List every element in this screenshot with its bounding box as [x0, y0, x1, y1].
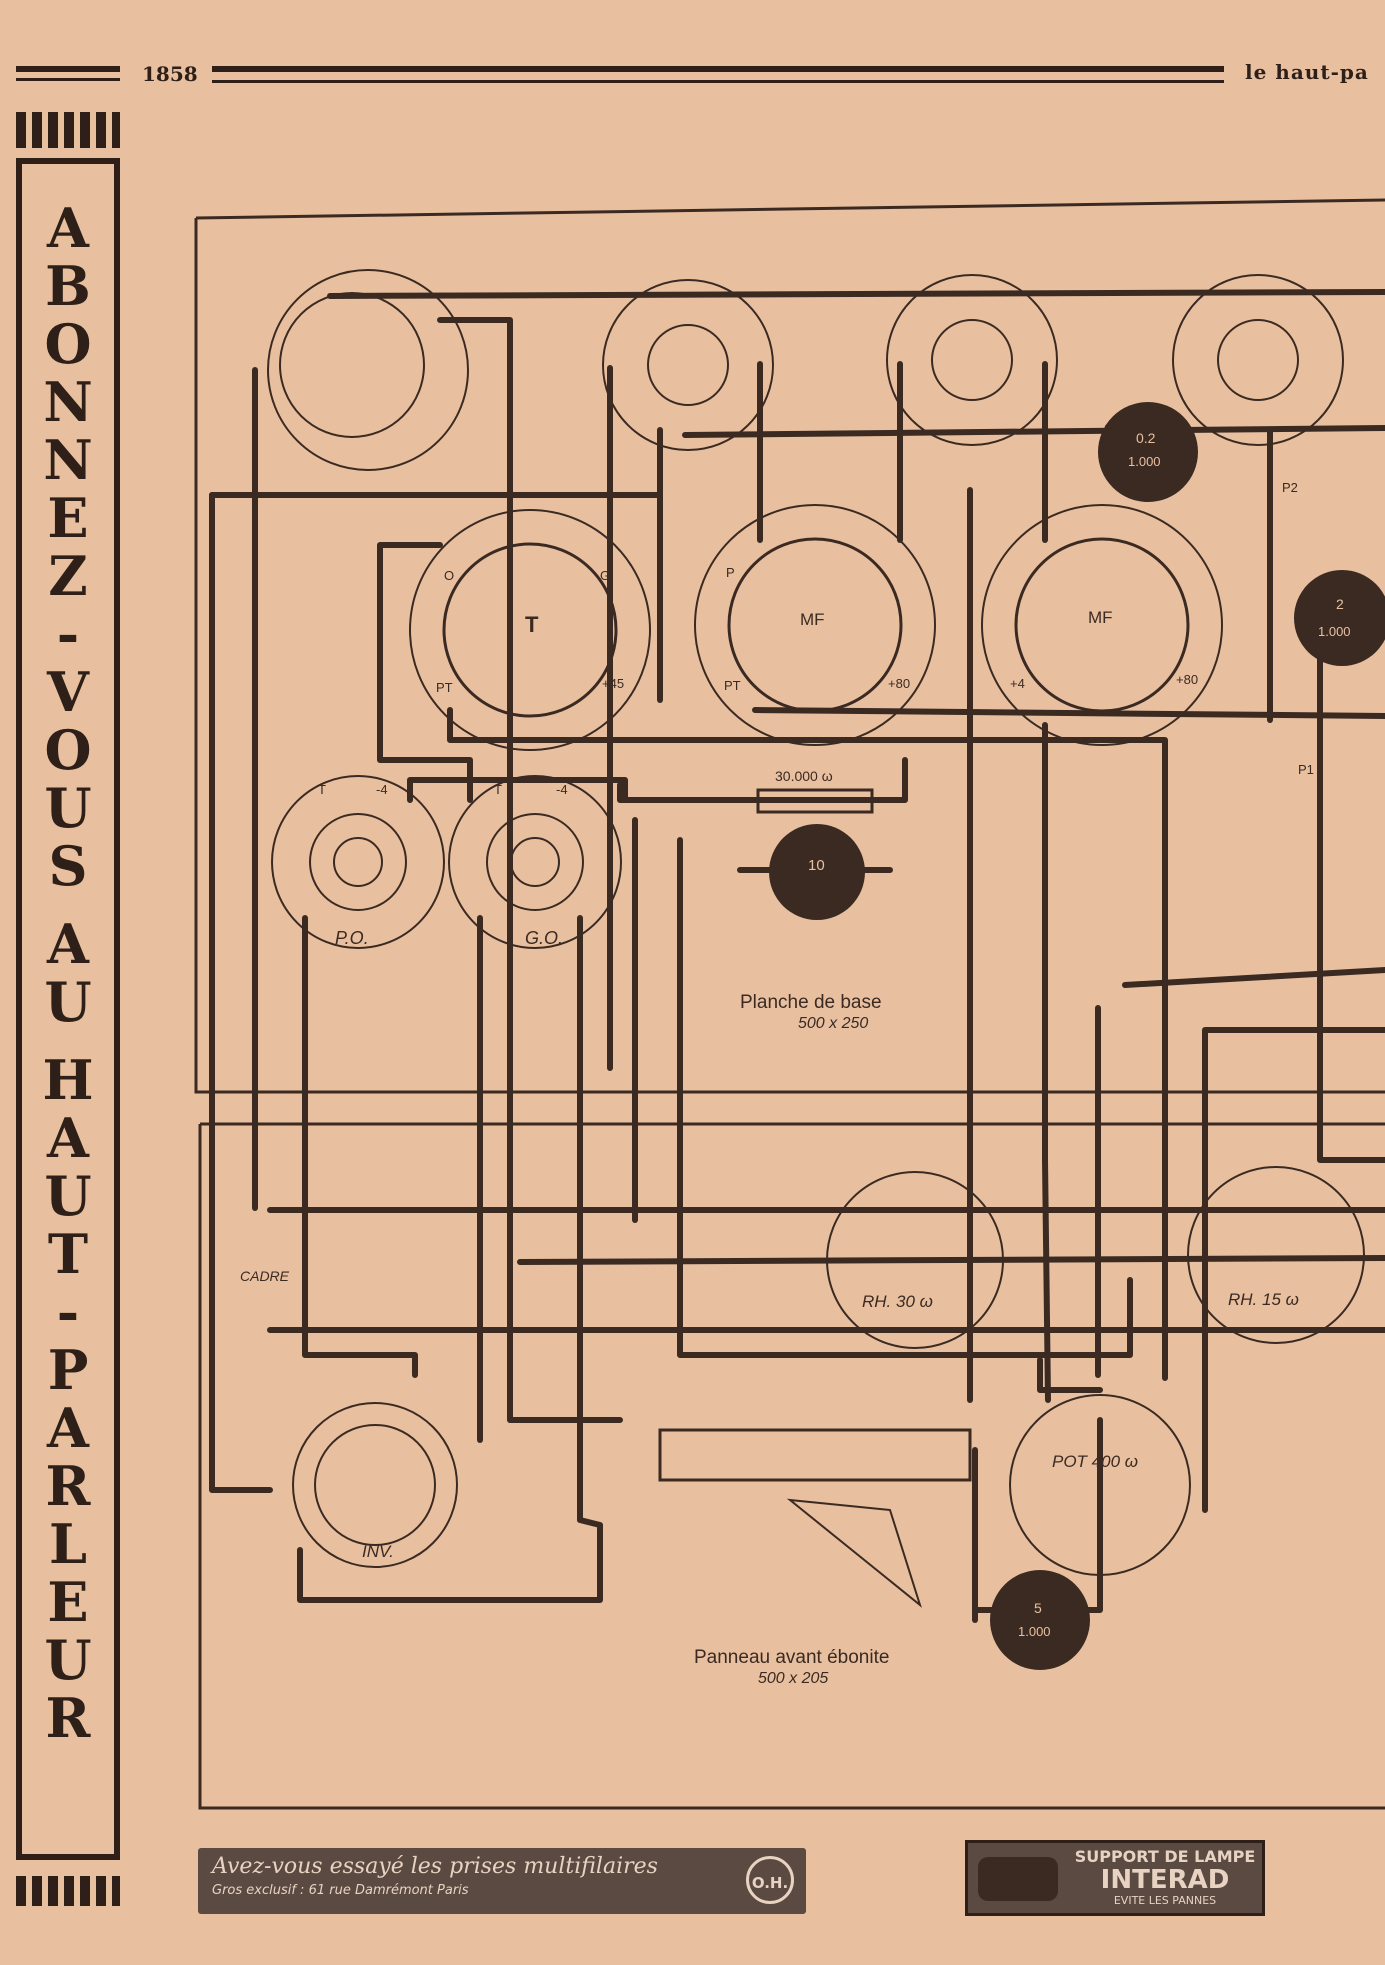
- ad-multifilaires: Avez-vous essayé les prises multifilaire…: [198, 1848, 806, 1914]
- terminal-t-po: T: [318, 782, 326, 797]
- banner-letter: V: [47, 660, 89, 724]
- ad1-logo: O.H.: [746, 1856, 794, 1904]
- cap-2-label: 2: [1336, 596, 1344, 612]
- lamp-support-icon: [978, 1857, 1058, 1901]
- mf1-label: MF: [800, 610, 825, 629]
- banner-top-ornament: [16, 112, 120, 148]
- ad1-main-text: Avez-vous essayé les prises multifilaire…: [212, 1854, 658, 1879]
- banner-letter: T: [47, 1222, 89, 1286]
- banner-letter: P: [47, 1338, 89, 1402]
- terminal-pt-t: PT: [436, 680, 453, 695]
- coil-po-label: P.O.: [335, 928, 369, 948]
- p1-label: P1: [1298, 762, 1314, 777]
- inv-label: INV.: [362, 1542, 394, 1561]
- terminal-g-t: G: [600, 568, 611, 583]
- banner-letter: A: [47, 1396, 89, 1460]
- resistor-label: 30.000 ω: [775, 768, 833, 784]
- banner-bottom-ornament: [16, 1876, 120, 1906]
- cap-2-den-label: 1.000: [1318, 624, 1351, 639]
- terminal-t-go: T: [494, 782, 502, 797]
- cap-10-label: 10: [808, 857, 825, 874]
- header-rule-main-2: [212, 80, 1224, 83]
- banner-letter: E: [47, 1570, 89, 1634]
- ad-interad: SUPPORT DE LAMPE INTERAD EVITE LES PANNE…: [965, 1840, 1265, 1916]
- rh15-label: RH. 15 ω: [1228, 1290, 1299, 1309]
- banner-letter: R: [45, 1686, 91, 1750]
- baseboard-dimensions: 500 x 250: [798, 1015, 869, 1032]
- ad1-sub-text: Gros exclusif : 61 rue Damrémont Paris: [212, 1883, 469, 1898]
- banner-letter: U: [44, 1628, 92, 1692]
- ad2-line1: SUPPORT DE LAMPE: [1074, 1847, 1256, 1866]
- banner-letter: U: [44, 1164, 92, 1228]
- mf2-label: MF: [1088, 608, 1113, 627]
- banner-letter: U: [44, 776, 92, 840]
- terminal-p-mf1: P: [726, 565, 735, 580]
- publication-title: le haut-pa: [1245, 60, 1369, 84]
- transformer-t-label: T: [525, 612, 539, 637]
- banner-letter: A: [47, 912, 89, 976]
- banner-letter: S: [48, 834, 88, 898]
- page-number: 1858: [142, 62, 198, 86]
- banner-letter: E: [47, 486, 89, 550]
- banner-letter: N: [43, 370, 93, 434]
- banner-letter: A: [47, 1106, 89, 1170]
- banner-letter: N: [43, 428, 93, 492]
- banner-letter: -: [56, 602, 80, 666]
- terminal-plus80-mf1: +80: [888, 676, 911, 691]
- banner-letter: O: [44, 718, 92, 782]
- banner-letter: R: [45, 1454, 91, 1518]
- banner-letter: L: [49, 1512, 87, 1576]
- terminal-pt-mf1: PT: [724, 678, 741, 693]
- banner-letter: H: [42, 1048, 94, 1112]
- terminal-minus4-go: -4: [556, 782, 568, 797]
- cadre-label: CADRE: [240, 1268, 290, 1284]
- banner-letter: A: [47, 196, 89, 260]
- banner-letter: -: [56, 1280, 80, 1344]
- pot400-label: POT 400 ω: [1052, 1452, 1138, 1471]
- rh30-label: RH. 30 ω: [862, 1292, 933, 1311]
- header-rule-left: [16, 66, 120, 72]
- ad2-line3: EVITE LES PANNES: [1113, 1894, 1217, 1907]
- cap-02-den-label: 1.000: [1128, 454, 1161, 469]
- banner-letter: B: [45, 254, 91, 318]
- banner-letter: Z: [48, 544, 88, 608]
- baseboard-title: Planche de base: [740, 992, 882, 1013]
- terminal-plus4: +4: [1010, 676, 1025, 691]
- banner-letter: U: [44, 970, 92, 1034]
- cap-3-label: 3: [1104, 422, 1113, 439]
- cap-5-den-label: 1.000: [1018, 1624, 1051, 1639]
- front-panel-dimensions: 500 x 205: [758, 1670, 829, 1687]
- front-panel-title: Panneau avant ébonite: [694, 1647, 890, 1668]
- terminal-o-t: O: [444, 568, 455, 583]
- cap-5-label: 5: [1034, 1600, 1042, 1616]
- cap-02-label: 0.2: [1136, 430, 1156, 446]
- coil-go-label: G.O.: [525, 928, 564, 948]
- terminal-minus4-po: -4: [376, 782, 388, 797]
- header-rule-main: [212, 66, 1224, 72]
- banner-letter: O: [44, 312, 92, 376]
- p2-label: P2: [1282, 480, 1298, 495]
- terminal-plus45: +45: [602, 676, 625, 691]
- ad2-line2: INTERAD: [1100, 1865, 1230, 1895]
- terminal-plus80-mf2: +80: [1176, 672, 1199, 687]
- header-rule-left-2: [16, 78, 120, 81]
